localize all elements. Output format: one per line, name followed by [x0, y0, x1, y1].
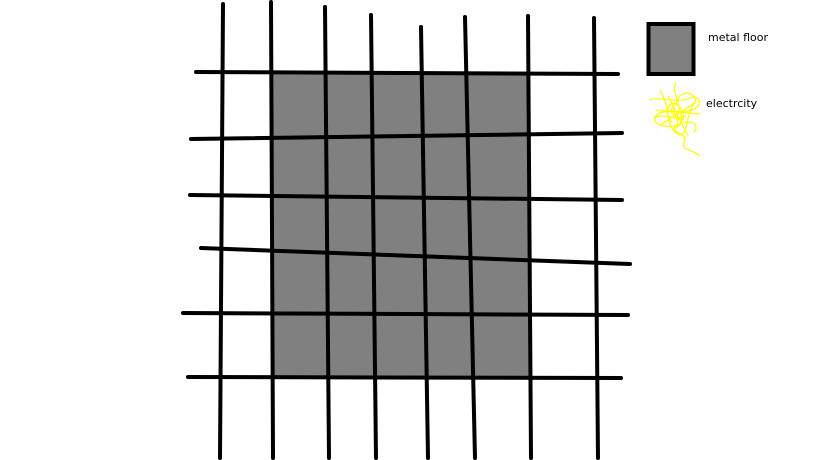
horizontal-line [194, 70, 620, 76]
horizontal-line [188, 193, 624, 202]
vertical-line [463, 15, 477, 460]
vertical-line [419, 25, 430, 460]
vertical-line [592, 16, 600, 460]
vertical-line [526, 14, 533, 460]
vertical-line [269, 0, 275, 460]
metal-floor-legend-label: metal floor [708, 31, 769, 44]
horizontal-line [189, 131, 624, 141]
electricity-legend-label: electrcity [706, 97, 758, 110]
horizontal-line [186, 375, 623, 380]
metal-floor-swatch-icon [646, 22, 696, 76]
metal-floor-area [271, 72, 530, 378]
vertical-line [369, 13, 378, 460]
vertical-line [323, 5, 331, 460]
vertical-lines [218, 0, 600, 460]
horizontal-line [181, 311, 630, 317]
vertical-line [218, 2, 225, 460]
electricity-scribble-icon [649, 82, 701, 157]
